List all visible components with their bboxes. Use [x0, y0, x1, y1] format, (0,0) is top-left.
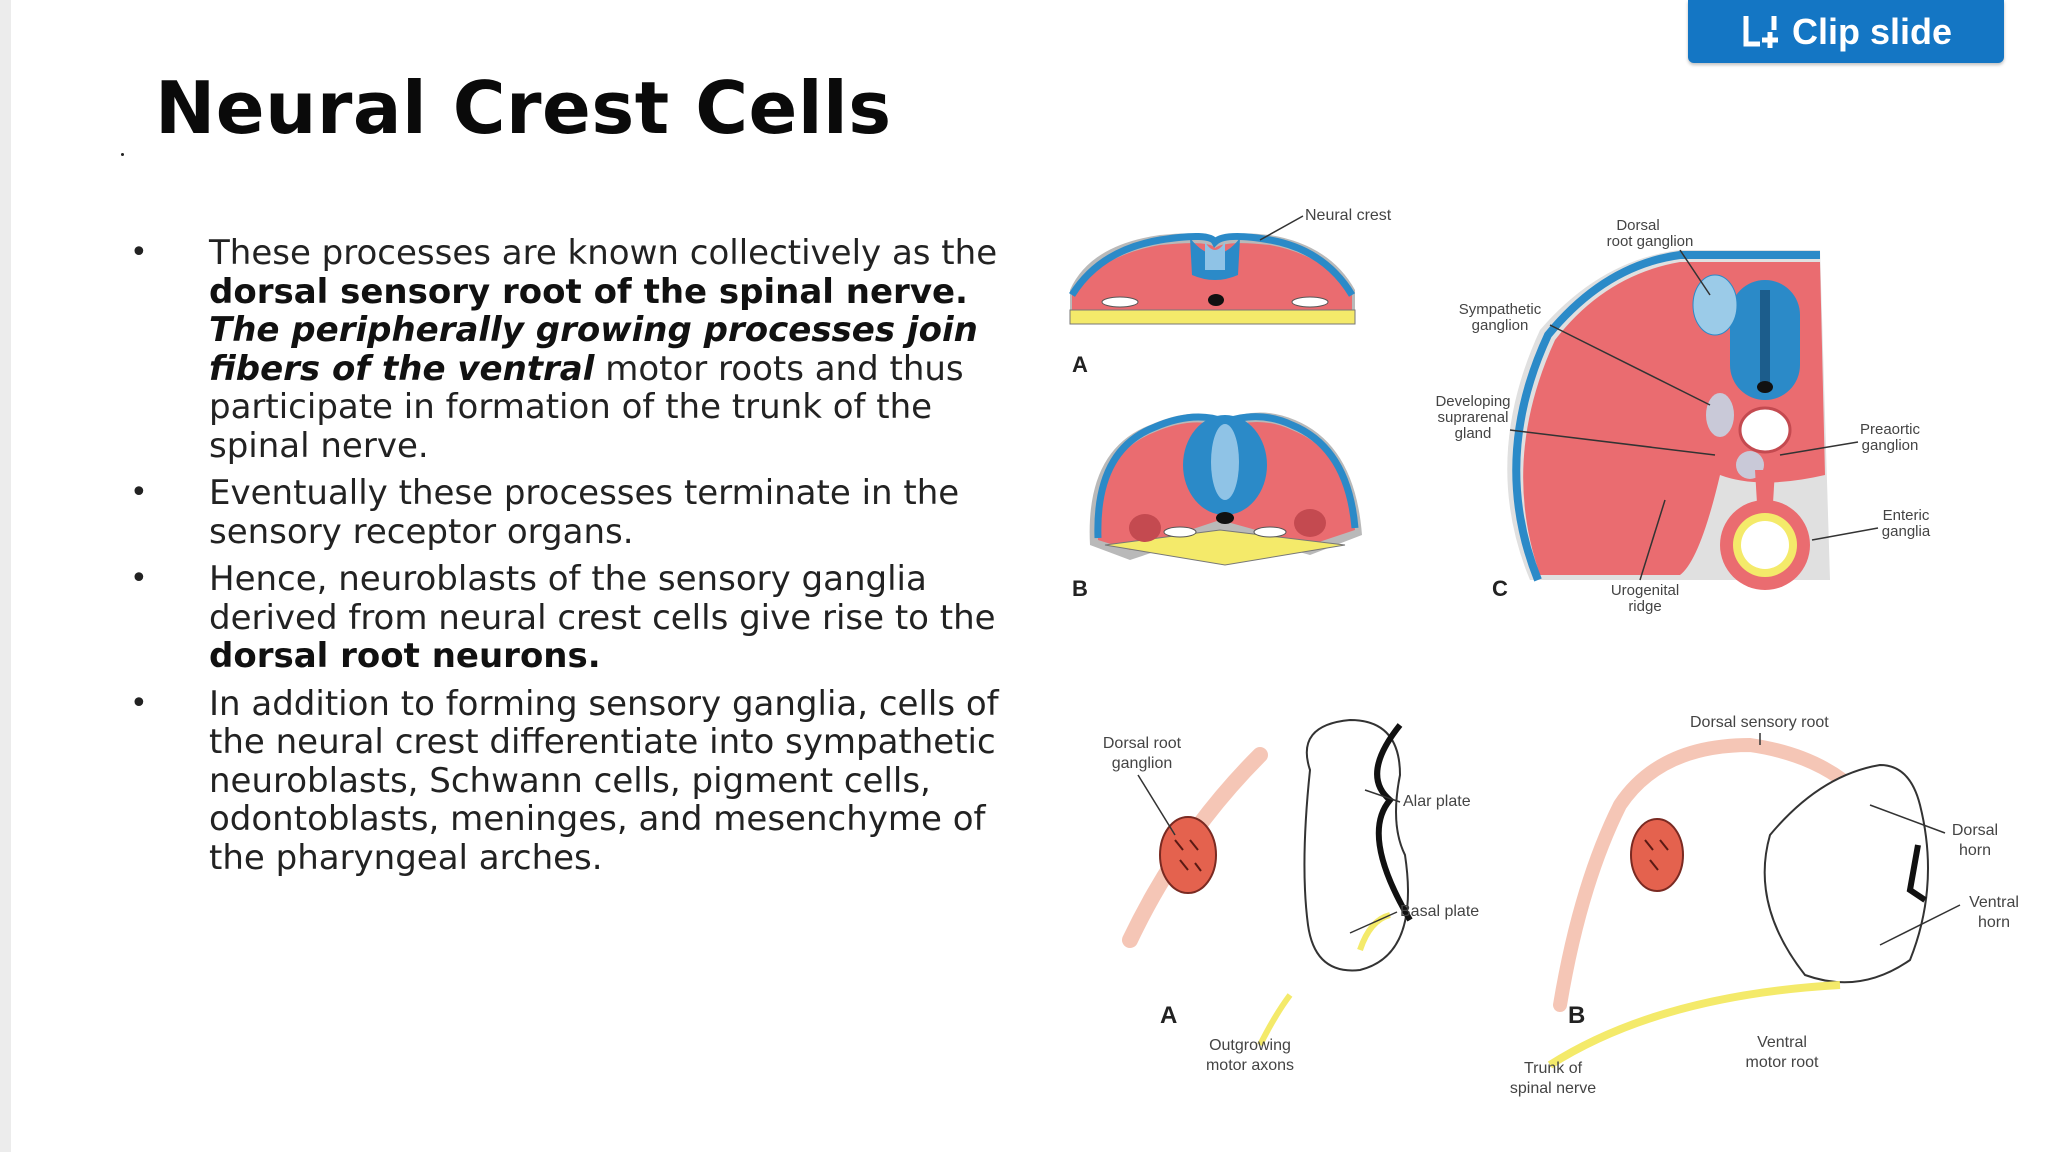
- label-outgrowing-1: Outgrowing: [1209, 1037, 1291, 1054]
- label-urogenital-2: ridge: [1628, 598, 1661, 615]
- stray-dot: [121, 153, 124, 156]
- label-enteric-2: ganglia: [1882, 523, 1931, 540]
- label-ventral-motor-1: Ventral: [1757, 1034, 1807, 1051]
- panel-a-spinal-diagram: [1122, 718, 1413, 1047]
- label-alar-plate: Alar plate: [1403, 793, 1471, 810]
- label-drg-a-2: ganglion: [1112, 755, 1173, 772]
- label-preaortic-1: Preaortic: [1860, 421, 1921, 438]
- clip-icon: [1740, 12, 1780, 52]
- label-trunk-2: spinal nerve: [1510, 1080, 1596, 1097]
- figure-neural-crest-migration: A Neural crest B: [1060, 200, 1960, 630]
- label-basal-plate: Basal plate: [1400, 903, 1479, 920]
- label-dorsal-root-ganglion-2: root ganglion: [1607, 233, 1694, 250]
- label-neural-crest: Neural crest: [1305, 207, 1392, 224]
- panel-b-spinal-diagram: [1547, 737, 1929, 1069]
- label-dorsal-root-ganglion-1: Dorsal: [1616, 217, 1659, 234]
- slide-title: Neural Crest Cells: [155, 66, 892, 150]
- bullet-item: Eventually these processes terminate in …: [130, 474, 1010, 551]
- bullet-item: In addition to forming sensory ganglia, …: [130, 683, 1010, 878]
- panel-b-letter-bottom: B: [1568, 1002, 1585, 1029]
- label-drg-a-1: Dorsal root: [1103, 735, 1182, 752]
- label-dorsal-sensory-root: Dorsal sensory root: [1690, 714, 1829, 731]
- panel-c-letter: C: [1492, 576, 1508, 601]
- bullet-list: These processes are known collectively a…: [130, 234, 1010, 886]
- panel-a-letter: A: [1072, 352, 1088, 377]
- bullet-text-segment: dorsal sensory root of the spinal nerve.: [209, 271, 968, 312]
- bullet-text-segment: These processes are known collectively a…: [209, 233, 998, 273]
- panel-b-diagram: [1089, 412, 1362, 566]
- label-enteric-1: Enteric: [1883, 507, 1930, 524]
- label-sympathetic-ganglion-1: Sympathetic: [1459, 301, 1542, 318]
- clip-slide-button[interactable]: Clip slide: [1688, 0, 2004, 63]
- label-ventral-motor-2: motor root: [1746, 1054, 1819, 1071]
- figure-spinal-cord-roots: A Dorsal root ganglion Alar plate Basal …: [1060, 705, 2040, 1105]
- label-suprarenal-1: Developing: [1435, 393, 1510, 410]
- label-outgrowing-2: motor axons: [1206, 1057, 1294, 1074]
- label-dorsal-horn-1: Dorsal: [1952, 822, 1998, 839]
- bullet-text-segment: In addition to forming sensory ganglia, …: [209, 683, 999, 878]
- bullet-text-segment: Hence, neuroblasts of the sensory gangli…: [209, 559, 996, 638]
- left-edge-strip: [0, 0, 11, 1152]
- panel-a-diagram: [1069, 233, 1356, 325]
- panel-b-letter: B: [1072, 576, 1088, 601]
- bullet-text-segment: The peripherally growing processes join …: [209, 310, 978, 389]
- bullet-item: These processes are known collectively a…: [130, 234, 1010, 465]
- panel-a-letter-bottom: A: [1160, 1002, 1177, 1029]
- label-suprarenal-3: gland: [1455, 425, 1492, 442]
- bullet-item: Hence, neuroblasts of the sensory gangli…: [130, 560, 1010, 676]
- clip-slide-label: Clip slide: [1791, 10, 1953, 52]
- panel-c-diagram: [1507, 250, 1830, 590]
- label-dorsal-horn-2: horn: [1959, 842, 1991, 859]
- label-ventral-horn-1: Ventral: [1969, 894, 2019, 911]
- label-preaortic-2: ganglion: [1862, 437, 1919, 454]
- bullet-text-segment: dorsal root neurons.: [209, 636, 601, 676]
- bullet-text-segment: Eventually these processes terminate in …: [209, 473, 960, 552]
- label-trunk-1: Trunk of: [1524, 1060, 1583, 1077]
- label-urogenital-1: Urogenital: [1611, 582, 1679, 599]
- bullet-text-segment: motor roots and thus participate in form…: [209, 348, 964, 466]
- label-ventral-horn-2: horn: [1978, 914, 2010, 931]
- label-sympathetic-ganglion-2: ganglion: [1472, 317, 1529, 334]
- label-suprarenal-2: suprarenal: [1438, 409, 1509, 426]
